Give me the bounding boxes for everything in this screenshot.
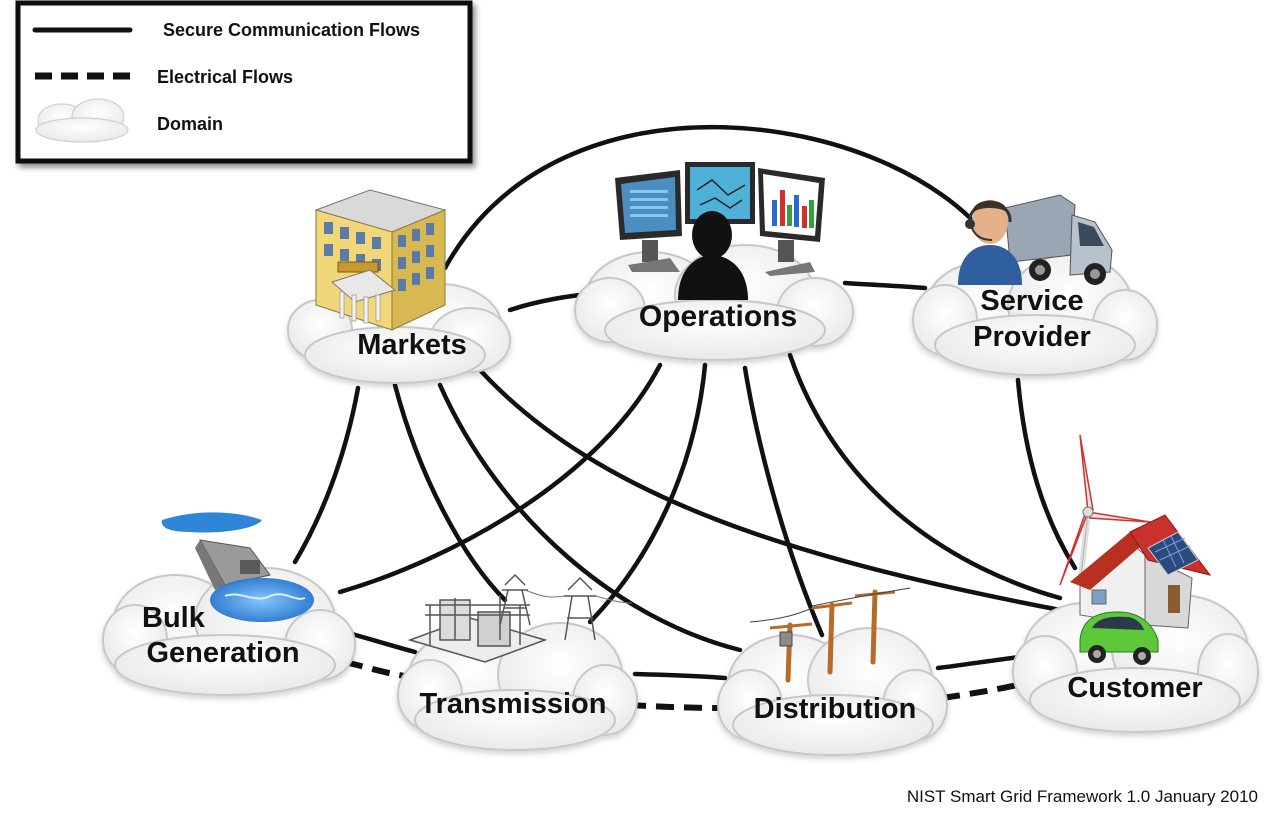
monitor-left — [615, 170, 682, 272]
label-transmission: Transmission — [420, 688, 607, 720]
label-distribution: Distribution — [754, 693, 917, 725]
label-operations: Operations — [639, 300, 797, 333]
legend-secure-label: Secure Communication Flows — [163, 20, 420, 40]
flow-operations-bulk-generation — [337, 362, 663, 595]
label-generation: Generation — [146, 637, 299, 669]
hydro-dam-icon — [161, 512, 314, 622]
electric-car — [1079, 611, 1159, 665]
secure-communication-flows — [292, 125, 1078, 681]
label-bulk: Bulk — [142, 602, 206, 634]
domain-labels: Markets Operations Service Provider Bulk… — [142, 285, 1203, 725]
control-room-icon — [615, 162, 825, 300]
flow-markets-service-provider — [442, 125, 993, 271]
technician-truck-icon — [958, 194, 1113, 285]
electrical-flows — [344, 659, 1023, 711]
label-service: Service — [980, 285, 1083, 317]
wind-turbine — [1059, 434, 1151, 586]
utility-poles-icon — [749, 587, 911, 683]
flow-markets-distribution — [437, 382, 743, 653]
substation-icon — [407, 573, 633, 663]
flow-markets-bulk-generation — [292, 385, 361, 565]
flow-transmission-distribution — [632, 671, 728, 681]
building-icon — [314, 189, 447, 331]
operator-silhouette — [678, 211, 748, 300]
flow-markets-transmission — [392, 382, 508, 603]
flow-service-provider-customer — [1015, 377, 1078, 571]
transmission-tower-2 — [564, 576, 596, 641]
flow-distribution-customer — [935, 654, 1023, 671]
flow-markets-customer — [477, 367, 1063, 613]
caption: NIST Smart Grid Framework 1.0 January 20… — [907, 787, 1258, 806]
cloud-service-provider — [912, 254, 1158, 376]
flow-operations-distribution — [742, 365, 825, 638]
cloud-transmission — [397, 622, 638, 751]
label-provider: Provider — [973, 321, 1091, 353]
monitor-center — [685, 162, 755, 224]
flow-operations-customer — [787, 352, 1063, 601]
flow-operations-transmission — [587, 362, 708, 625]
electrical-transmission-distribution — [627, 702, 723, 711]
house — [1070, 514, 1212, 629]
cloud-distribution — [717, 627, 948, 756]
label-customer: Customer — [1067, 672, 1202, 704]
electrical-bulk-transmission — [344, 659, 406, 679]
monitor-right — [758, 168, 825, 276]
transmission-tower-1 — [499, 573, 531, 626]
flow-operations-service-provider — [842, 280, 928, 291]
legend: Secure Communication Flows Electrical Fl… — [15, 0, 473, 164]
electrical-distribution-customer — [941, 681, 1023, 701]
label-markets: Markets — [357, 329, 467, 361]
technician — [958, 200, 1022, 285]
legend-electrical-label: Electrical Flows — [157, 67, 293, 87]
legend-domain-cloud — [35, 98, 129, 143]
home-solar-wind-ev-icon — [1059, 434, 1212, 665]
domain-clouds — [102, 244, 1259, 756]
legend-domain-label: Domain — [157, 114, 223, 134]
